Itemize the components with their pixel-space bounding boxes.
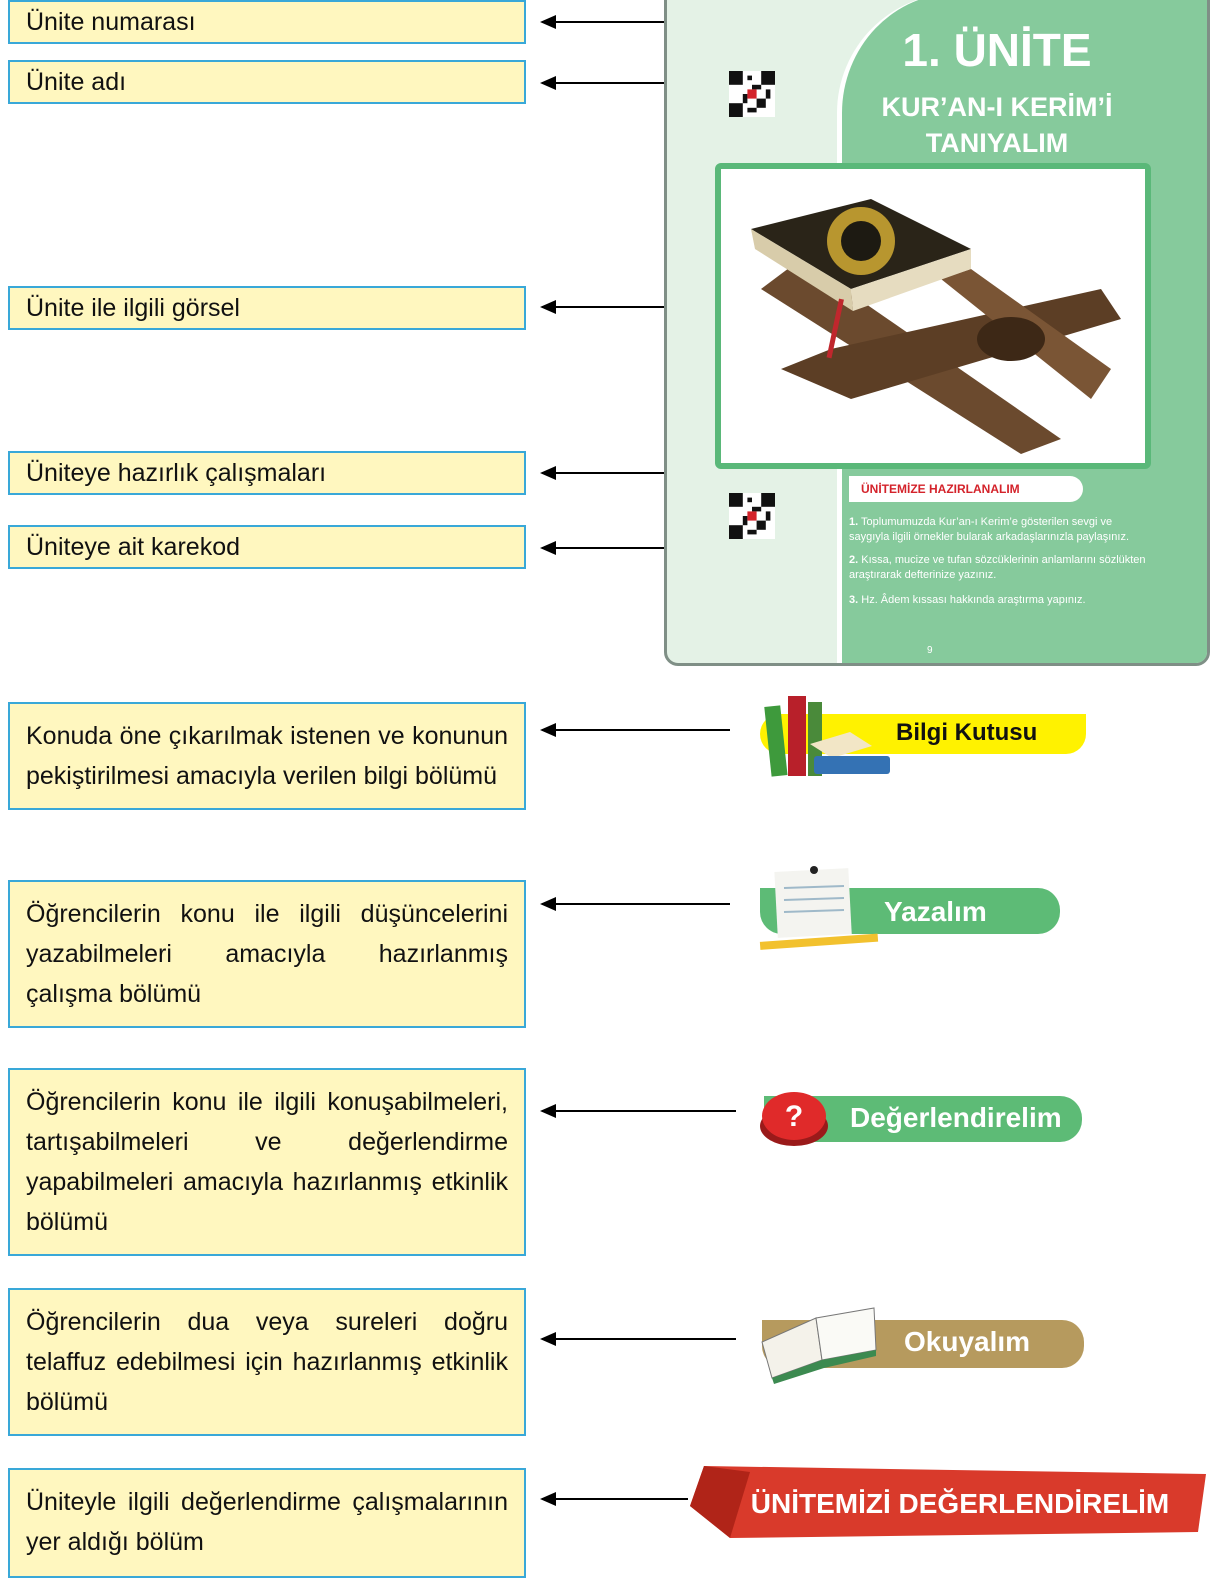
unit-eval-badge-text: ÜNİTEMİZİ DEĞERLENDİRELİM xyxy=(750,1488,1170,1519)
quran-on-stand-illustration xyxy=(751,199,1121,454)
prep-item-2-text: Kıssa, mucize ve tufan sözcüklerinin anl… xyxy=(849,554,1146,581)
label-info-box-text: Konuda öne çıkarılmak istenen ve konunun… xyxy=(26,722,508,790)
unit-page-preview: 1. ÜNİTE KUR’AN-I KERİM’İ TANIYALIM xyxy=(664,0,1210,666)
label-unit-name: Ünite adı xyxy=(8,60,526,104)
label-unit-name-text: Ünite adı xyxy=(26,68,127,96)
prep-item-2: 2. Kıssa, mucize ve tufan sözcüklerinin … xyxy=(849,553,1149,583)
label-reading: Öğrencilerin dua veya sureleri doğru tel… xyxy=(8,1288,526,1436)
prep-item-1: 1. Toplumumuzda Kur’an-ı Kerim’e gösteri… xyxy=(849,515,1149,545)
qr-code-icon xyxy=(729,71,775,117)
prep-item-3-text: Hz. Âdem kıssası hakkında araştırma yapı… xyxy=(861,594,1086,606)
arrow-unit-name xyxy=(540,76,718,90)
label-unit-qr-text: Üniteye ait karekod xyxy=(26,533,241,561)
label-evaluate-text: Öğrencilerin konu ile ilgili konuşabilme… xyxy=(26,1088,508,1236)
arrow-unit-qr xyxy=(540,541,728,555)
svg-text:?: ? xyxy=(785,1100,803,1133)
label-writing: Öğrencilerin konu ile ilgili düşünceleri… xyxy=(8,880,526,1028)
info-box-badge-text: Bilgi Kutusu xyxy=(896,719,1038,746)
evaluate-badge: ? Değerlendirelim xyxy=(758,1086,1088,1150)
open-book-icon xyxy=(761,1307,877,1384)
arrow-evaluate xyxy=(540,1104,736,1118)
label-unit-prep-text: Üniteye hazırlık çalışmaları xyxy=(26,459,327,487)
prep-item-3: 3. Hz. Âdem kıssası hakkında araştırma y… xyxy=(849,593,1149,608)
label-unit-eval-text: Üniteyle ilgili değerlendirme çalışmalar… xyxy=(26,1488,508,1556)
label-unit-number: Ünite numarası xyxy=(8,0,526,44)
label-unit-qr: Üniteye ait karekod xyxy=(8,525,526,569)
page-unit-title: KUR’AN-I KERİM’İ TANIYALIM xyxy=(837,89,1157,161)
qr-code-icon xyxy=(729,493,775,539)
books-icon xyxy=(764,696,890,777)
writing-badge: Yazalım xyxy=(756,862,1062,952)
page-unit-title-line2: TANIYALIM xyxy=(925,128,1069,158)
prep-item-2-num: 2. xyxy=(849,554,859,566)
page-number: 9 xyxy=(927,645,933,656)
arrow-reading xyxy=(540,1332,736,1346)
arrow-info-box xyxy=(540,723,730,737)
label-evaluate: Öğrencilerin konu ile ilgili konuşabilme… xyxy=(8,1068,526,1256)
prep-item-3-num: 3. xyxy=(849,594,859,606)
arrow-unit-visual xyxy=(540,300,754,314)
unit-eval-banner xyxy=(690,1466,1206,1538)
page-unit-title-line1: KUR’AN-I KERİM’İ xyxy=(881,92,1113,122)
label-unit-visual: Ünite ile ilgili görsel xyxy=(8,286,526,330)
label-unit-visual-text: Ünite ile ilgili görsel xyxy=(26,294,240,322)
reading-badge-text: Okuyalım xyxy=(904,1326,1031,1357)
info-box-badge: Bilgi Kutusu xyxy=(760,692,1090,782)
label-info-box: Konuda öne çıkarılmak istenen ve konunun… xyxy=(8,702,526,810)
arrow-writing xyxy=(540,897,730,911)
prep-item-1-num: 1. xyxy=(849,516,859,528)
arrow-unit-eval xyxy=(540,1492,688,1506)
page-unit-number: 1. ÜNİTE xyxy=(902,24,1092,76)
unit-photo xyxy=(715,163,1151,469)
prep-item-1-text: Toplumumuzda Kur’an-ı Kerim’e gösterilen… xyxy=(849,516,1130,543)
unit-eval-badge: ÜNİTEMİZİ DEĞERLENDİRELİM xyxy=(690,1466,1210,1542)
reading-badge: Okuyalım xyxy=(758,1298,1088,1384)
label-unit-eval: Üniteyle ilgili değerlendirme çalışmalar… xyxy=(8,1468,526,1578)
question-button-icon: ? xyxy=(760,1092,828,1146)
label-unit-prep: Üniteye hazırlık çalışmaları xyxy=(8,451,526,495)
evaluate-badge-text: Değerlendirelim xyxy=(850,1102,1062,1133)
note-pencil-icon xyxy=(759,866,879,950)
label-reading-text: Öğrencilerin dua veya sureleri doğru tel… xyxy=(26,1308,508,1416)
writing-badge-text: Yazalım xyxy=(884,896,987,927)
prep-title: ÜNİTEMİZE HAZIRLANALIM xyxy=(849,476,1083,502)
label-unit-number-text: Ünite numarası xyxy=(26,8,196,36)
label-writing-text: Öğrencilerin konu ile ilgili düşünceleri… xyxy=(26,900,508,1008)
